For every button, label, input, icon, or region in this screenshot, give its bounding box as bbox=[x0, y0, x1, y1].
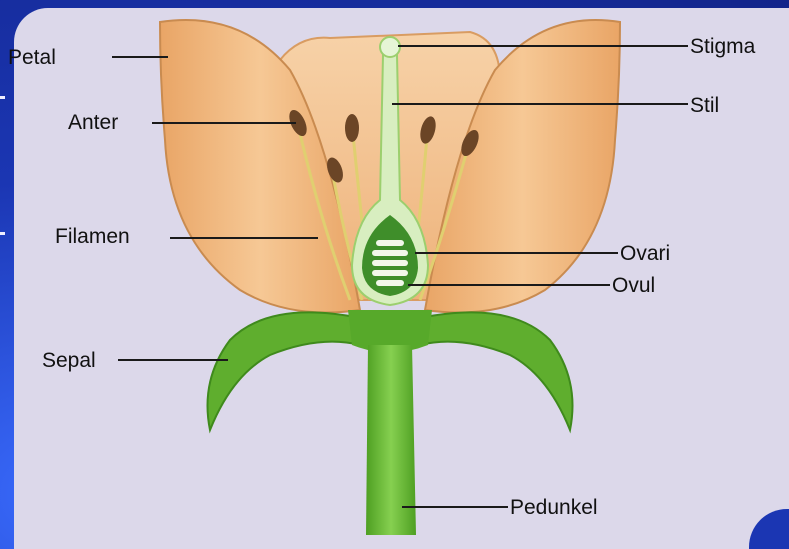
label-petal: Petal bbox=[8, 47, 56, 68]
anther bbox=[345, 114, 359, 142]
ovule bbox=[372, 270, 408, 276]
label-filamen: Filamen bbox=[55, 226, 130, 247]
label-anter: Anter bbox=[68, 112, 118, 133]
label-pedunkel: Pedunkel bbox=[510, 497, 598, 518]
label-stigma: Stigma bbox=[690, 36, 755, 57]
label-ovari: Ovari bbox=[620, 243, 670, 264]
label-stil: Stil bbox=[690, 95, 719, 116]
ovule bbox=[376, 280, 404, 286]
ovule bbox=[376, 240, 404, 246]
sepal-left bbox=[208, 312, 361, 430]
label-sepal: Sepal bbox=[42, 350, 96, 371]
label-ovul: Ovul bbox=[612, 275, 655, 296]
sepal-right bbox=[420, 312, 573, 430]
ovule bbox=[372, 250, 408, 256]
ovule bbox=[372, 260, 408, 266]
pistil-stigma bbox=[380, 37, 400, 57]
